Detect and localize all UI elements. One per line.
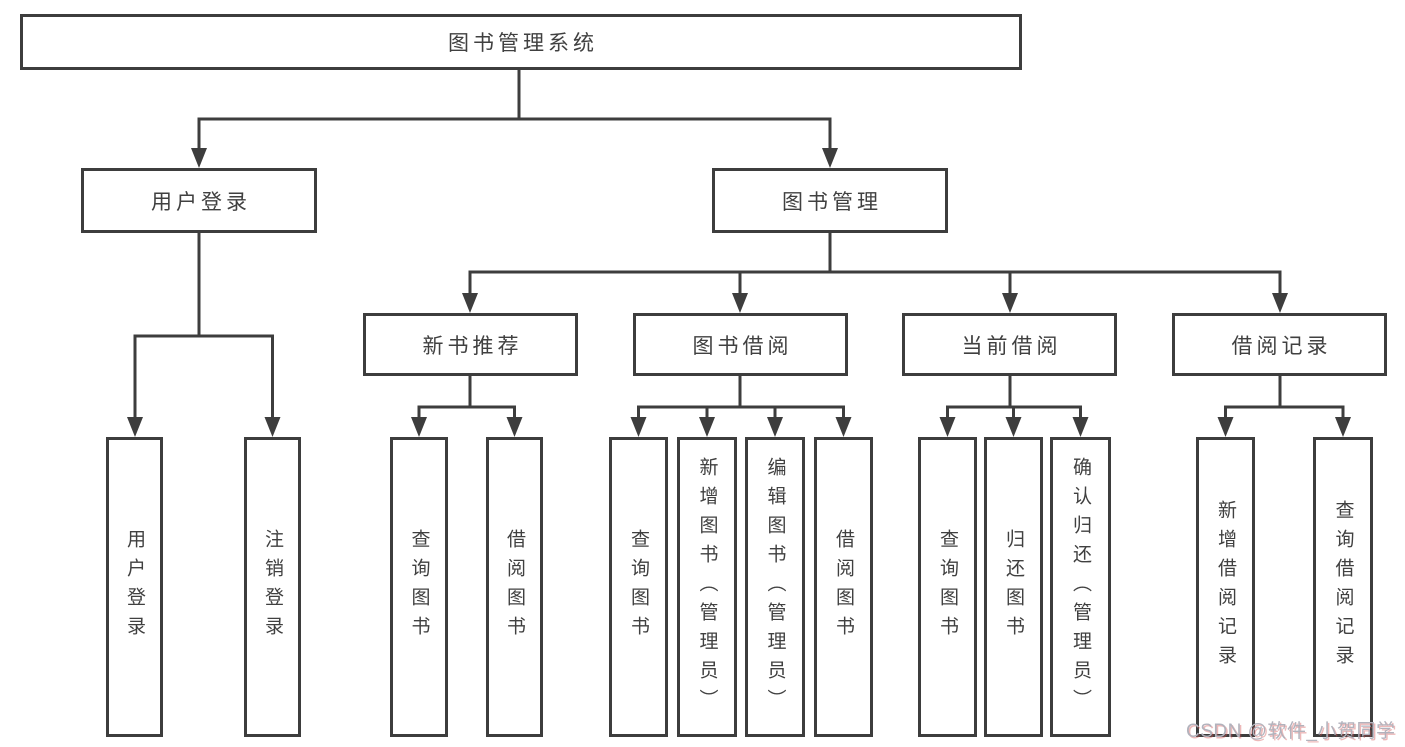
node-leaf-bb-edit-books-admin: 编辑图书（管理员） <box>745 437 805 737</box>
node-borrowing-records-label: 借阅记录 <box>1231 334 1332 358</box>
node-leaf-cb-return-books-label: 归还图书 <box>1003 529 1024 645</box>
node-user-login-label: 用户登录 <box>151 190 251 214</box>
node-new-book-recommend-label: 新书推荐 <box>422 334 523 358</box>
node-leaf-cb-confirm-return-admin-label: 确认归还（管理员） <box>1070 456 1091 718</box>
node-leaf-user-login: 用户登录 <box>106 437 163 737</box>
node-leaf-nbr-borrow-books: 借阅图书 <box>486 437 543 737</box>
watermark: CSDN @软件_小贺同学 <box>1186 721 1396 742</box>
connector-book-borrowing-to-leaves <box>630 373 852 437</box>
node-borrowing-records: 借阅记录 <box>1172 313 1387 376</box>
node-leaf-br-add-record: 新增借阅记录 <box>1196 437 1255 737</box>
node-leaf-bb-query-books: 查询图书 <box>609 437 668 737</box>
connector-root-to-level2 <box>191 67 838 168</box>
node-leaf-user-login-label: 用户登录 <box>124 529 145 645</box>
node-leaf-cb-query-books: 查询图书 <box>918 437 977 737</box>
node-leaf-bb-query-books-label: 查询图书 <box>628 529 649 645</box>
node-leaf-bb-borrow-books: 借阅图书 <box>814 437 873 737</box>
node-root: 图书管理系统 <box>20 14 1022 70</box>
connector-new-book-recommend-to-leaves <box>411 373 523 437</box>
node-leaf-br-query-record-label: 查询借阅记录 <box>1332 500 1354 674</box>
node-root-label: 图书管理系统 <box>448 32 598 55</box>
node-leaf-bb-edit-books-admin-label: 编辑图书（管理员） <box>764 456 786 718</box>
node-leaf-cb-query-books-label: 查询图书 <box>937 529 958 645</box>
node-current-borrowing: 当前借阅 <box>902 313 1117 376</box>
node-leaf-logout: 注销登录 <box>244 437 301 737</box>
node-leaf-nbr-borrow-books-label: 借阅图书 <box>504 529 525 645</box>
node-leaf-bb-add-books-admin-label: 新增图书（管理员） <box>696 456 718 718</box>
node-book-management: 图书管理 <box>712 168 948 233</box>
connector-borrowing-records-to-leaves <box>1217 373 1351 437</box>
node-leaf-bb-borrow-books-label: 借阅图书 <box>833 529 854 645</box>
node-new-book-recommend: 新书推荐 <box>363 313 578 376</box>
node-leaf-logout-label: 注销登录 <box>262 529 283 645</box>
node-book-borrowing: 图书借阅 <box>633 313 848 376</box>
connector-current-borrowing-to-leaves <box>939 373 1089 437</box>
node-book-borrowing-label: 图书借阅 <box>692 334 793 358</box>
node-leaf-cb-confirm-return-admin: 确认归还（管理员） <box>1050 437 1111 737</box>
node-leaf-cb-return-books: 归还图书 <box>984 437 1043 737</box>
node-leaf-bb-add-books-admin: 新增图书（管理员） <box>677 437 737 737</box>
node-book-management-label: 图书管理 <box>782 190 882 214</box>
connector-book-management-to-level3 <box>462 230 1288 313</box>
node-current-borrowing-label: 当前借阅 <box>961 334 1062 358</box>
connector-user-login-to-leaves <box>127 230 281 437</box>
node-user-login: 用户登录 <box>81 168 317 233</box>
node-leaf-nbr-query-books: 查询图书 <box>390 437 448 737</box>
node-leaf-nbr-query-books-label: 查询图书 <box>408 529 430 645</box>
node-leaf-br-query-record: 查询借阅记录 <box>1313 437 1373 737</box>
node-leaf-br-add-record-label: 新增借阅记录 <box>1215 500 1236 674</box>
